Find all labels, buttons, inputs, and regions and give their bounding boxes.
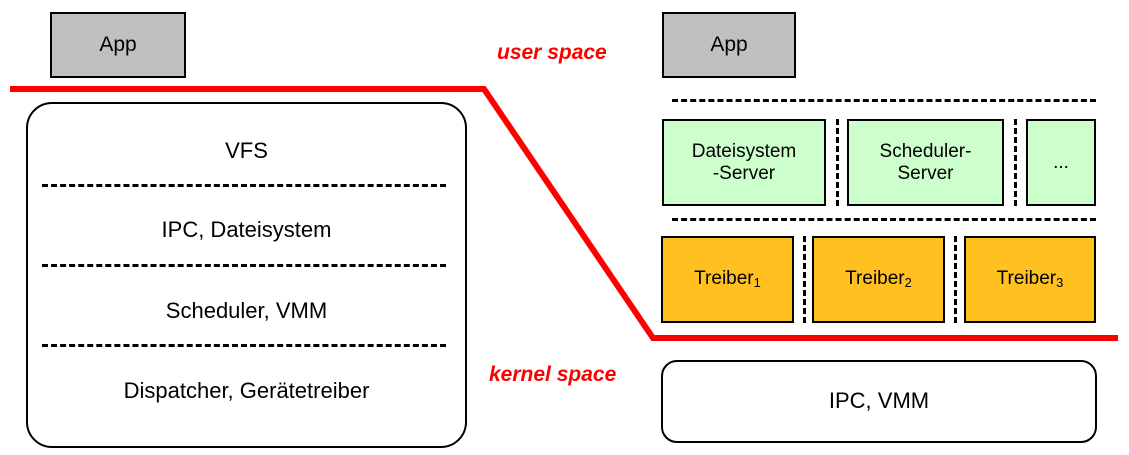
kernel-layer-divider-3: [42, 344, 446, 347]
driver-2-label: Treiber2: [845, 268, 912, 291]
left-app-label: App: [99, 33, 137, 57]
server-dateisystem-line2: -Server: [712, 162, 776, 184]
driver-row-top-divider: [672, 218, 1096, 221]
kernel-layer-scheduler-vmm: Scheduler, VMM: [165, 298, 328, 323]
server-scheduler-line1: Scheduler-: [879, 141, 972, 163]
server-row-top-divider: [672, 99, 1096, 102]
server-more-label: ...: [1053, 151, 1069, 173]
kernel-space-label: kernel space: [489, 363, 617, 386]
server-box-more[interactable]: ...: [1026, 119, 1096, 206]
driver-column-divider-1: [803, 236, 806, 323]
driver-box-3[interactable]: Treiber3: [964, 236, 1096, 323]
driver-box-2[interactable]: Treiber2: [812, 236, 945, 323]
driver-box-1[interactable]: Treiber1: [661, 236, 794, 323]
server-scheduler-line2: Server: [897, 162, 954, 184]
kernel-layer-ipc-dateisystem: IPC, Dateisystem: [161, 217, 332, 242]
right-app-box[interactable]: App: [662, 12, 796, 78]
left-app-box[interactable]: App: [50, 12, 186, 78]
kernel-layer-divider-2: [42, 264, 446, 267]
server-box-scheduler[interactable]: Scheduler- Server: [847, 119, 1004, 206]
driver-3-label: Treiber3: [996, 268, 1064, 291]
monolithic-kernel-container: VFS IPC, Dateisystem Scheduler, VMM Disp…: [26, 102, 467, 448]
microkernel-box: IPC, VMM: [661, 360, 1097, 443]
kernel-layer-vfs: VFS: [225, 138, 268, 163]
server-dateisystem-line1: Dateisystem: [691, 141, 797, 163]
server-column-divider-2: [1014, 119, 1017, 206]
driver-column-divider-2: [954, 236, 957, 323]
microkernel-label: IPC, VMM: [828, 388, 930, 414]
user-space-label: user space: [497, 41, 607, 64]
driver-1-label: Treiber1: [694, 268, 761, 291]
server-box-dateisystem[interactable]: Dateisystem -Server: [662, 119, 826, 206]
kernel-layer-divider-1: [42, 184, 446, 187]
kernel-layer-dispatcher-geraetetreiber: Dispatcher, Gerätetreiber: [123, 378, 370, 403]
server-column-divider-1: [836, 119, 839, 206]
right-app-label: App: [710, 33, 748, 57]
